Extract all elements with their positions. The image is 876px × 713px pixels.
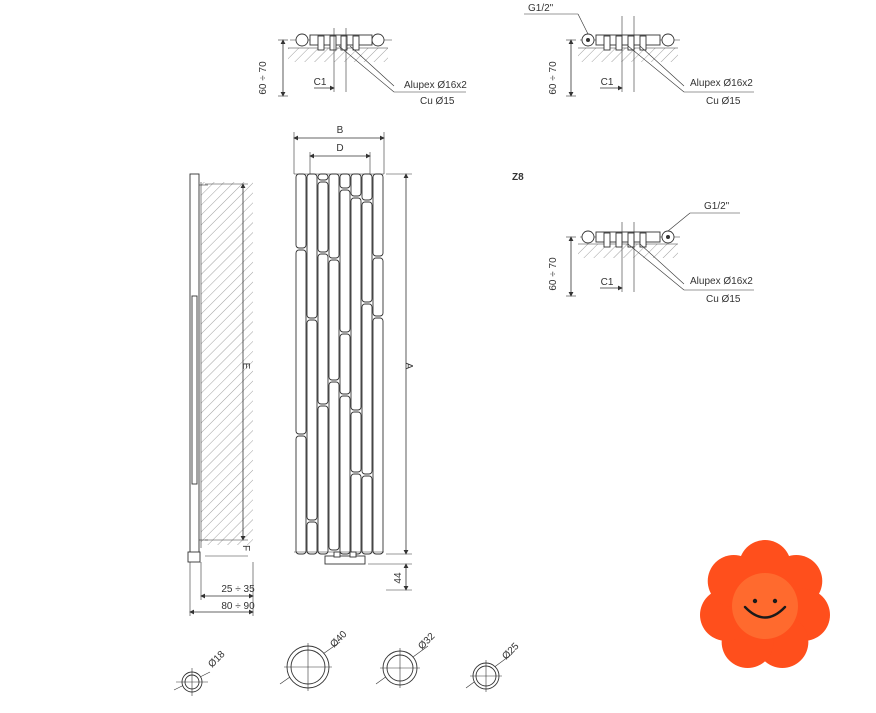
radiator-tube-segment [339,189,351,333]
radiator-tube-segment [317,253,329,405]
section-25-label: Ø25 [500,641,521,662]
radiator-tube-segment [361,303,373,475]
radiator-tube-segment [339,395,351,555]
alupex-label-2: Alupex Ø16x2 [690,78,753,89]
radiator-tube-segment [306,319,318,521]
alupex-label-3: Alupex Ø16x2 [690,276,753,287]
radiator-tube-segment [350,473,362,555]
cu-label-3: Cu Ø15 [706,294,741,305]
radiator-tube-segment [317,173,329,181]
radiator-tube-segment [372,257,384,317]
radiator-tube-segment [317,181,329,253]
connection-detail-1: C1 60 ÷ 70 Alupex Ø16x2 Cu Ø15 [258,28,467,107]
cu-label-2: Cu Ø15 [706,96,741,107]
radiator-tube-segment [328,259,340,381]
dim-b-label: B [337,125,344,136]
cross-section-32: Ø32 [375,631,438,688]
dim-d-label: D [336,143,343,154]
radiator-tube-segment [372,173,384,257]
radiator-tube-segment [339,333,351,395]
dim-80-90-label: 80 ÷ 90 [221,601,255,612]
g12-label-3: G1/2" [704,201,730,212]
front-view: B D A 44 [293,125,414,591]
smiling-flower-icon [700,540,830,669]
cross-section-18: Ø18 [173,649,228,696]
cross-section-25: Ø25 [465,641,522,692]
radiator-tube-segment [328,173,340,259]
radiator-tube-segment [339,173,351,189]
dim-a-label: A [403,363,414,370]
dim-e-label: E [240,363,251,370]
section-40-label: Ø40 [328,629,349,650]
radiator-tube-segment [350,173,362,197]
section-18-label: Ø18 [206,649,227,670]
radiator-tube-segment [361,201,373,303]
radiator-tube-segment [350,411,362,473]
radiator-tube-segment [317,405,329,555]
connection-detail-3: C1 60 ÷ 70 G1/2" Alupex Ø16x2 Cu Ø15 [548,201,754,305]
radiator-tube-segment [306,173,318,319]
radiator-tube-segment [361,475,373,555]
g12-label-2: G1/2" [528,3,554,14]
cross-section-40: Ø40 [279,629,350,691]
radiator-tube-segment [295,249,307,435]
alupex-label-1: Alupex Ø16x2 [404,80,467,91]
height-60-70-label-1: 60 ÷ 70 [258,61,269,95]
dim-25-35-label: 25 ÷ 35 [221,584,255,595]
height-60-70-label-3: 60 ÷ 70 [548,257,559,291]
z8-label: Z8 [512,172,524,183]
dim-f-label: F [240,545,251,551]
radiator-tube-segment [295,435,307,555]
connection-detail-2: C1 60 ÷ 70 G1/2" Alupex Ø16x2 Cu Ø15 [524,3,754,107]
side-view: E F 25 ÷ 35 80 ÷ 90 [187,173,255,616]
radiator-tube-segment [372,317,384,555]
radiator-tube-segment [328,381,340,551]
radiator-tube-segment [361,173,373,201]
c1-label-3: C1 [601,277,614,288]
radiator-tube-segment [295,173,307,249]
radiator-tube-segment [350,197,362,411]
height-60-70-label-2: 60 ÷ 70 [548,61,559,95]
c1-label-2: C1 [601,77,614,88]
c1-label-1: C1 [314,77,327,88]
dim-44-label: 44 [393,572,404,584]
section-32-label: Ø32 [416,631,437,652]
radiator-tube-segment [306,521,318,555]
cu-label-1: Cu Ø15 [420,96,455,107]
